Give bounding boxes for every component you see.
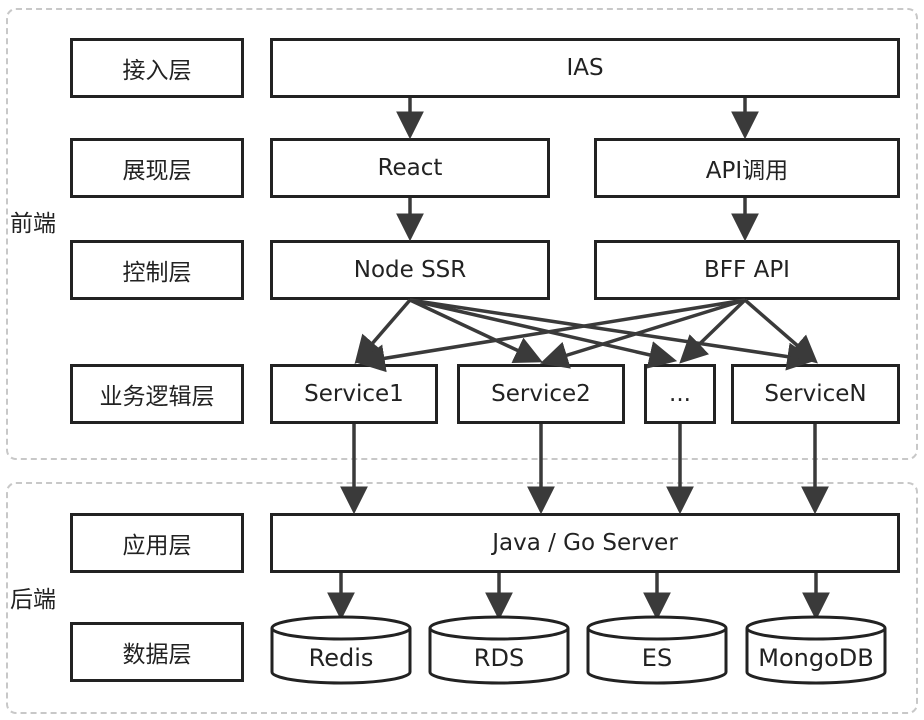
edge-ssr-service2: [409, 298, 543, 364]
edge-ssr-service1: [354, 298, 412, 364]
node-serviceN: ServiceN: [731, 364, 900, 424]
node-node-ssr: Node SSR: [270, 240, 550, 300]
edge-bff-ellipsis: [679, 298, 747, 364]
layer-access: 接入层: [70, 38, 244, 98]
layer-control: 控制层: [70, 240, 244, 300]
frontend-group: [6, 8, 918, 460]
db-mongodb-cylinder: [745, 615, 887, 685]
node-ellipsis: ...: [644, 364, 716, 424]
db-redis-cylinder: [270, 615, 412, 685]
node-service2: Service2: [457, 364, 625, 424]
db-rds-label: RDS: [474, 644, 524, 672]
db-rds-cylinder: [428, 615, 570, 685]
layer-data: 数据层: [70, 622, 244, 682]
edge-ssr-serviceN: [409, 298, 816, 371]
node-bff-api: BFF API: [594, 240, 900, 300]
node-java-go-server: Java / Go Server: [270, 513, 900, 573]
backend-group: [6, 482, 918, 714]
edge-bff-service1: [356, 298, 746, 373]
edge-ssr-ellipsis: [409, 298, 678, 369]
edge-bff-service2: [539, 298, 746, 369]
layer-business-logic: 业务逻辑层: [70, 364, 244, 424]
node-api-call: API调用: [594, 138, 900, 198]
edge-bff-serviceN: [743, 298, 818, 364]
frontend-label: 前端: [10, 211, 56, 237]
db-es-cylinder: [586, 615, 728, 685]
node-ias: IAS: [270, 38, 900, 98]
node-service1: Service1: [270, 364, 438, 424]
db-mongodb-label: MongoDB: [758, 644, 873, 672]
node-react: React: [270, 138, 550, 198]
db-es-label: ES: [642, 644, 672, 672]
layer-presentation: 展现层: [70, 138, 244, 198]
db-redis-label: Redis: [309, 644, 374, 672]
backend-label: 后端: [10, 587, 56, 613]
layer-application: 应用层: [70, 513, 244, 573]
